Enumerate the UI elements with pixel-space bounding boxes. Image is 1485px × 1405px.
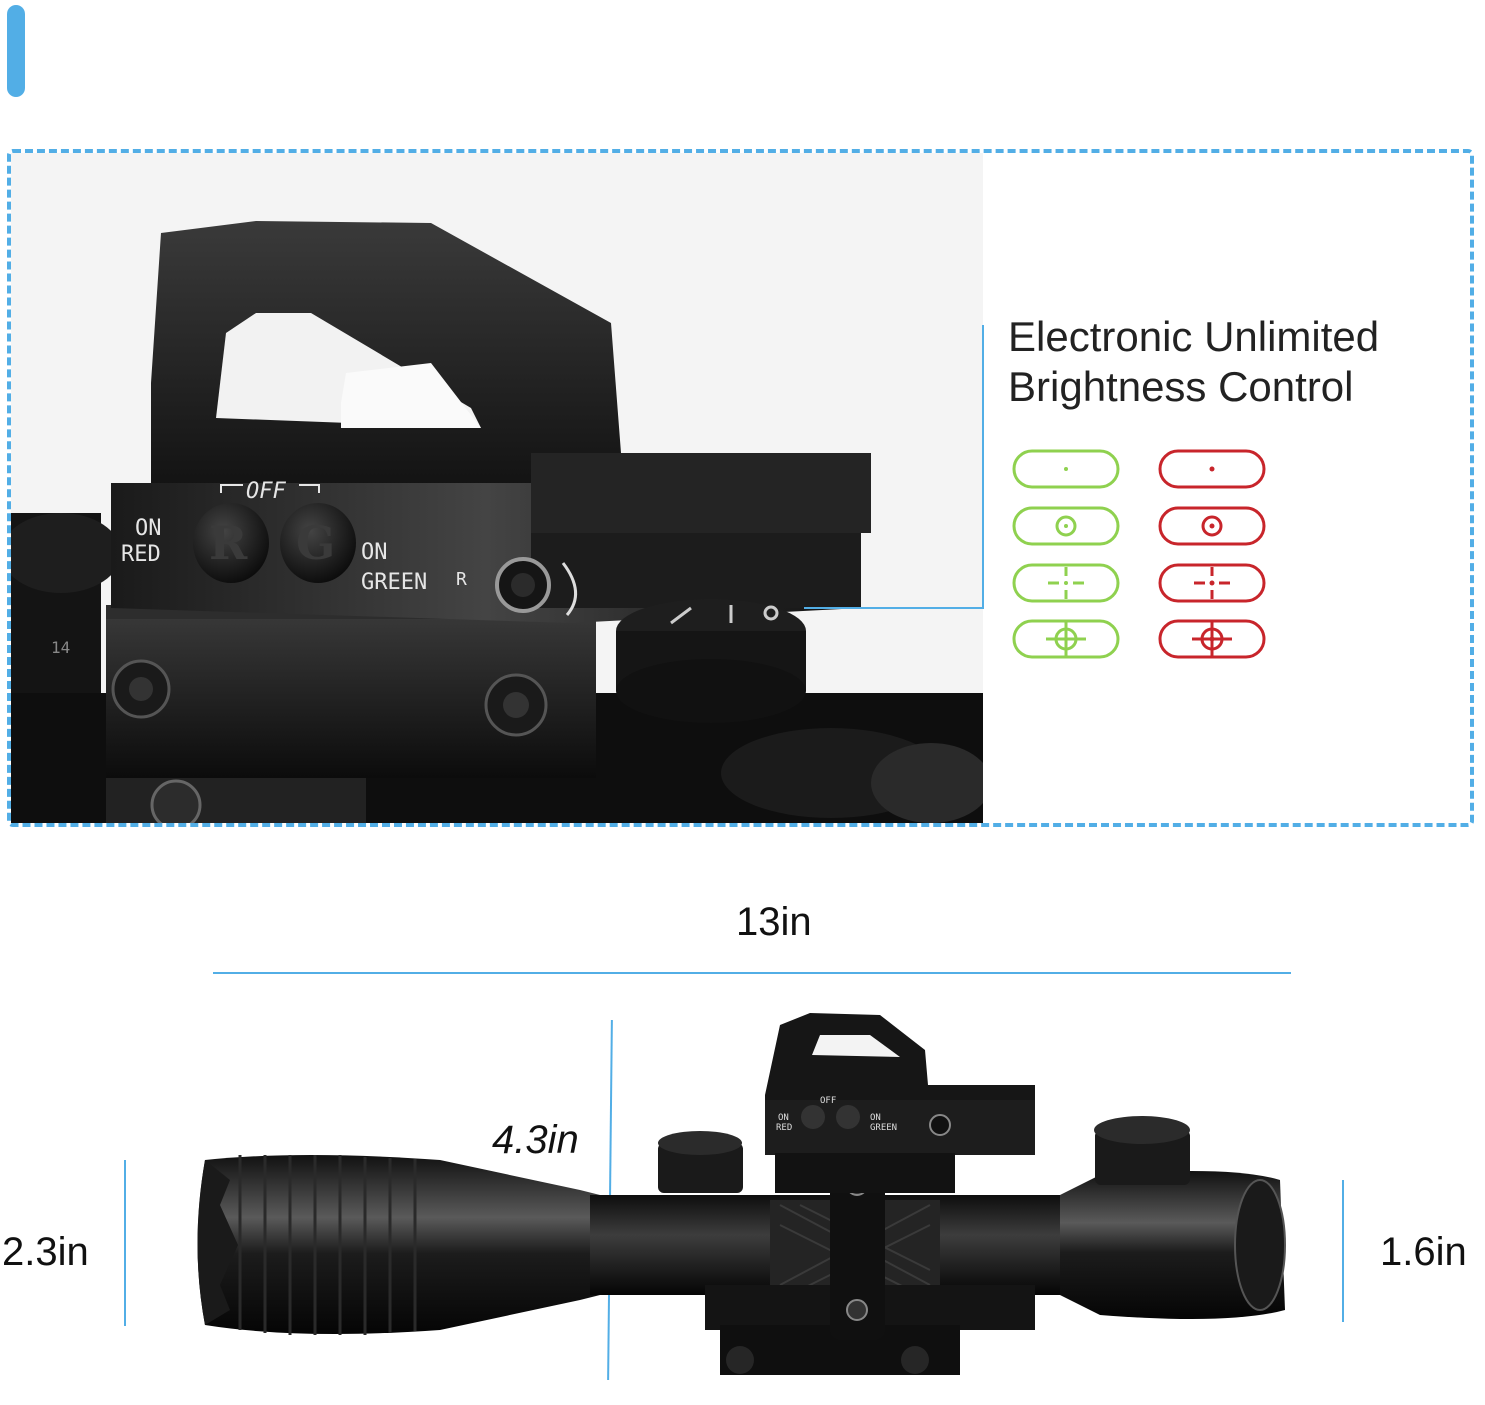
red-dot-reticle-icon — [1158, 449, 1266, 489]
on-red-marking-2: RED — [121, 542, 161, 567]
small-on-green-marking-2: GREEN — [870, 1123, 897, 1133]
red-cross-dot-reticle-icon — [1158, 563, 1266, 603]
red-circle-cross-reticle-icon — [1158, 619, 1266, 659]
r-adjust-marking: R — [456, 569, 467, 590]
scope-digit-marking: 14 — [51, 638, 70, 657]
red-circle-dot-reticle-icon — [1158, 506, 1266, 546]
scope-combo-photo: OFF ON RED ON GREEN — [180, 1005, 1300, 1395]
small-on-red-marking-2: RED — [776, 1123, 792, 1133]
off-marking: OFF — [246, 479, 286, 504]
length-label: 13in — [736, 900, 812, 944]
sight-closeup-photo: OFF ON RED ON GREEN R 14 R G — [11, 153, 983, 823]
red-reticles — [1158, 449, 1266, 659]
length-line — [213, 972, 1291, 974]
reticle-options — [1012, 449, 1272, 661]
button-r-marking: R — [209, 516, 248, 570]
rear-diameter-line — [1342, 1180, 1344, 1322]
small-off-marking: OFF — [820, 1096, 836, 1106]
on-green-marking-1: ON — [361, 540, 388, 565]
rear-diameter-label: 1.6in — [1380, 1230, 1467, 1274]
small-on-red-marking-1: ON — [778, 1113, 789, 1123]
button-g-marking: G — [296, 516, 335, 570]
on-green-marking-2: GREEN — [361, 570, 427, 595]
feature-headline-line-2: Brightness Control — [1008, 363, 1354, 410]
feature-headline-line-1: Electronic Unlimited — [1008, 313, 1380, 360]
on-red-marking-1: ON — [135, 516, 162, 541]
green-cross-dot-reticle-icon — [1012, 563, 1120, 603]
scope-combo-illustration: OFF ON RED ON GREEN — [197, 1013, 1286, 1375]
green-circle-dot-reticle-icon — [1012, 506, 1120, 546]
small-on-green-marking-1: ON — [870, 1113, 881, 1123]
front-diameter-line — [124, 1160, 126, 1326]
feature-frame — [7, 149, 1474, 827]
front-diameter-label: 2.3in — [2, 1230, 89, 1274]
sight-closeup-illustration: OFF ON RED ON GREEN R 14 R G — [11, 153, 983, 823]
green-circle-cross-reticle-icon — [1012, 619, 1120, 659]
green-dot-reticle-icon — [1012, 449, 1120, 489]
feature-headline: Electronic Unlimited Brightness Control — [1008, 312, 1468, 412]
callout-line-horizontal — [804, 607, 984, 609]
green-reticles — [1012, 449, 1120, 659]
height-label: 4.3in — [492, 1118, 579, 1162]
section-accent-bar — [7, 5, 25, 97]
callout-line-vertical — [982, 325, 984, 609]
